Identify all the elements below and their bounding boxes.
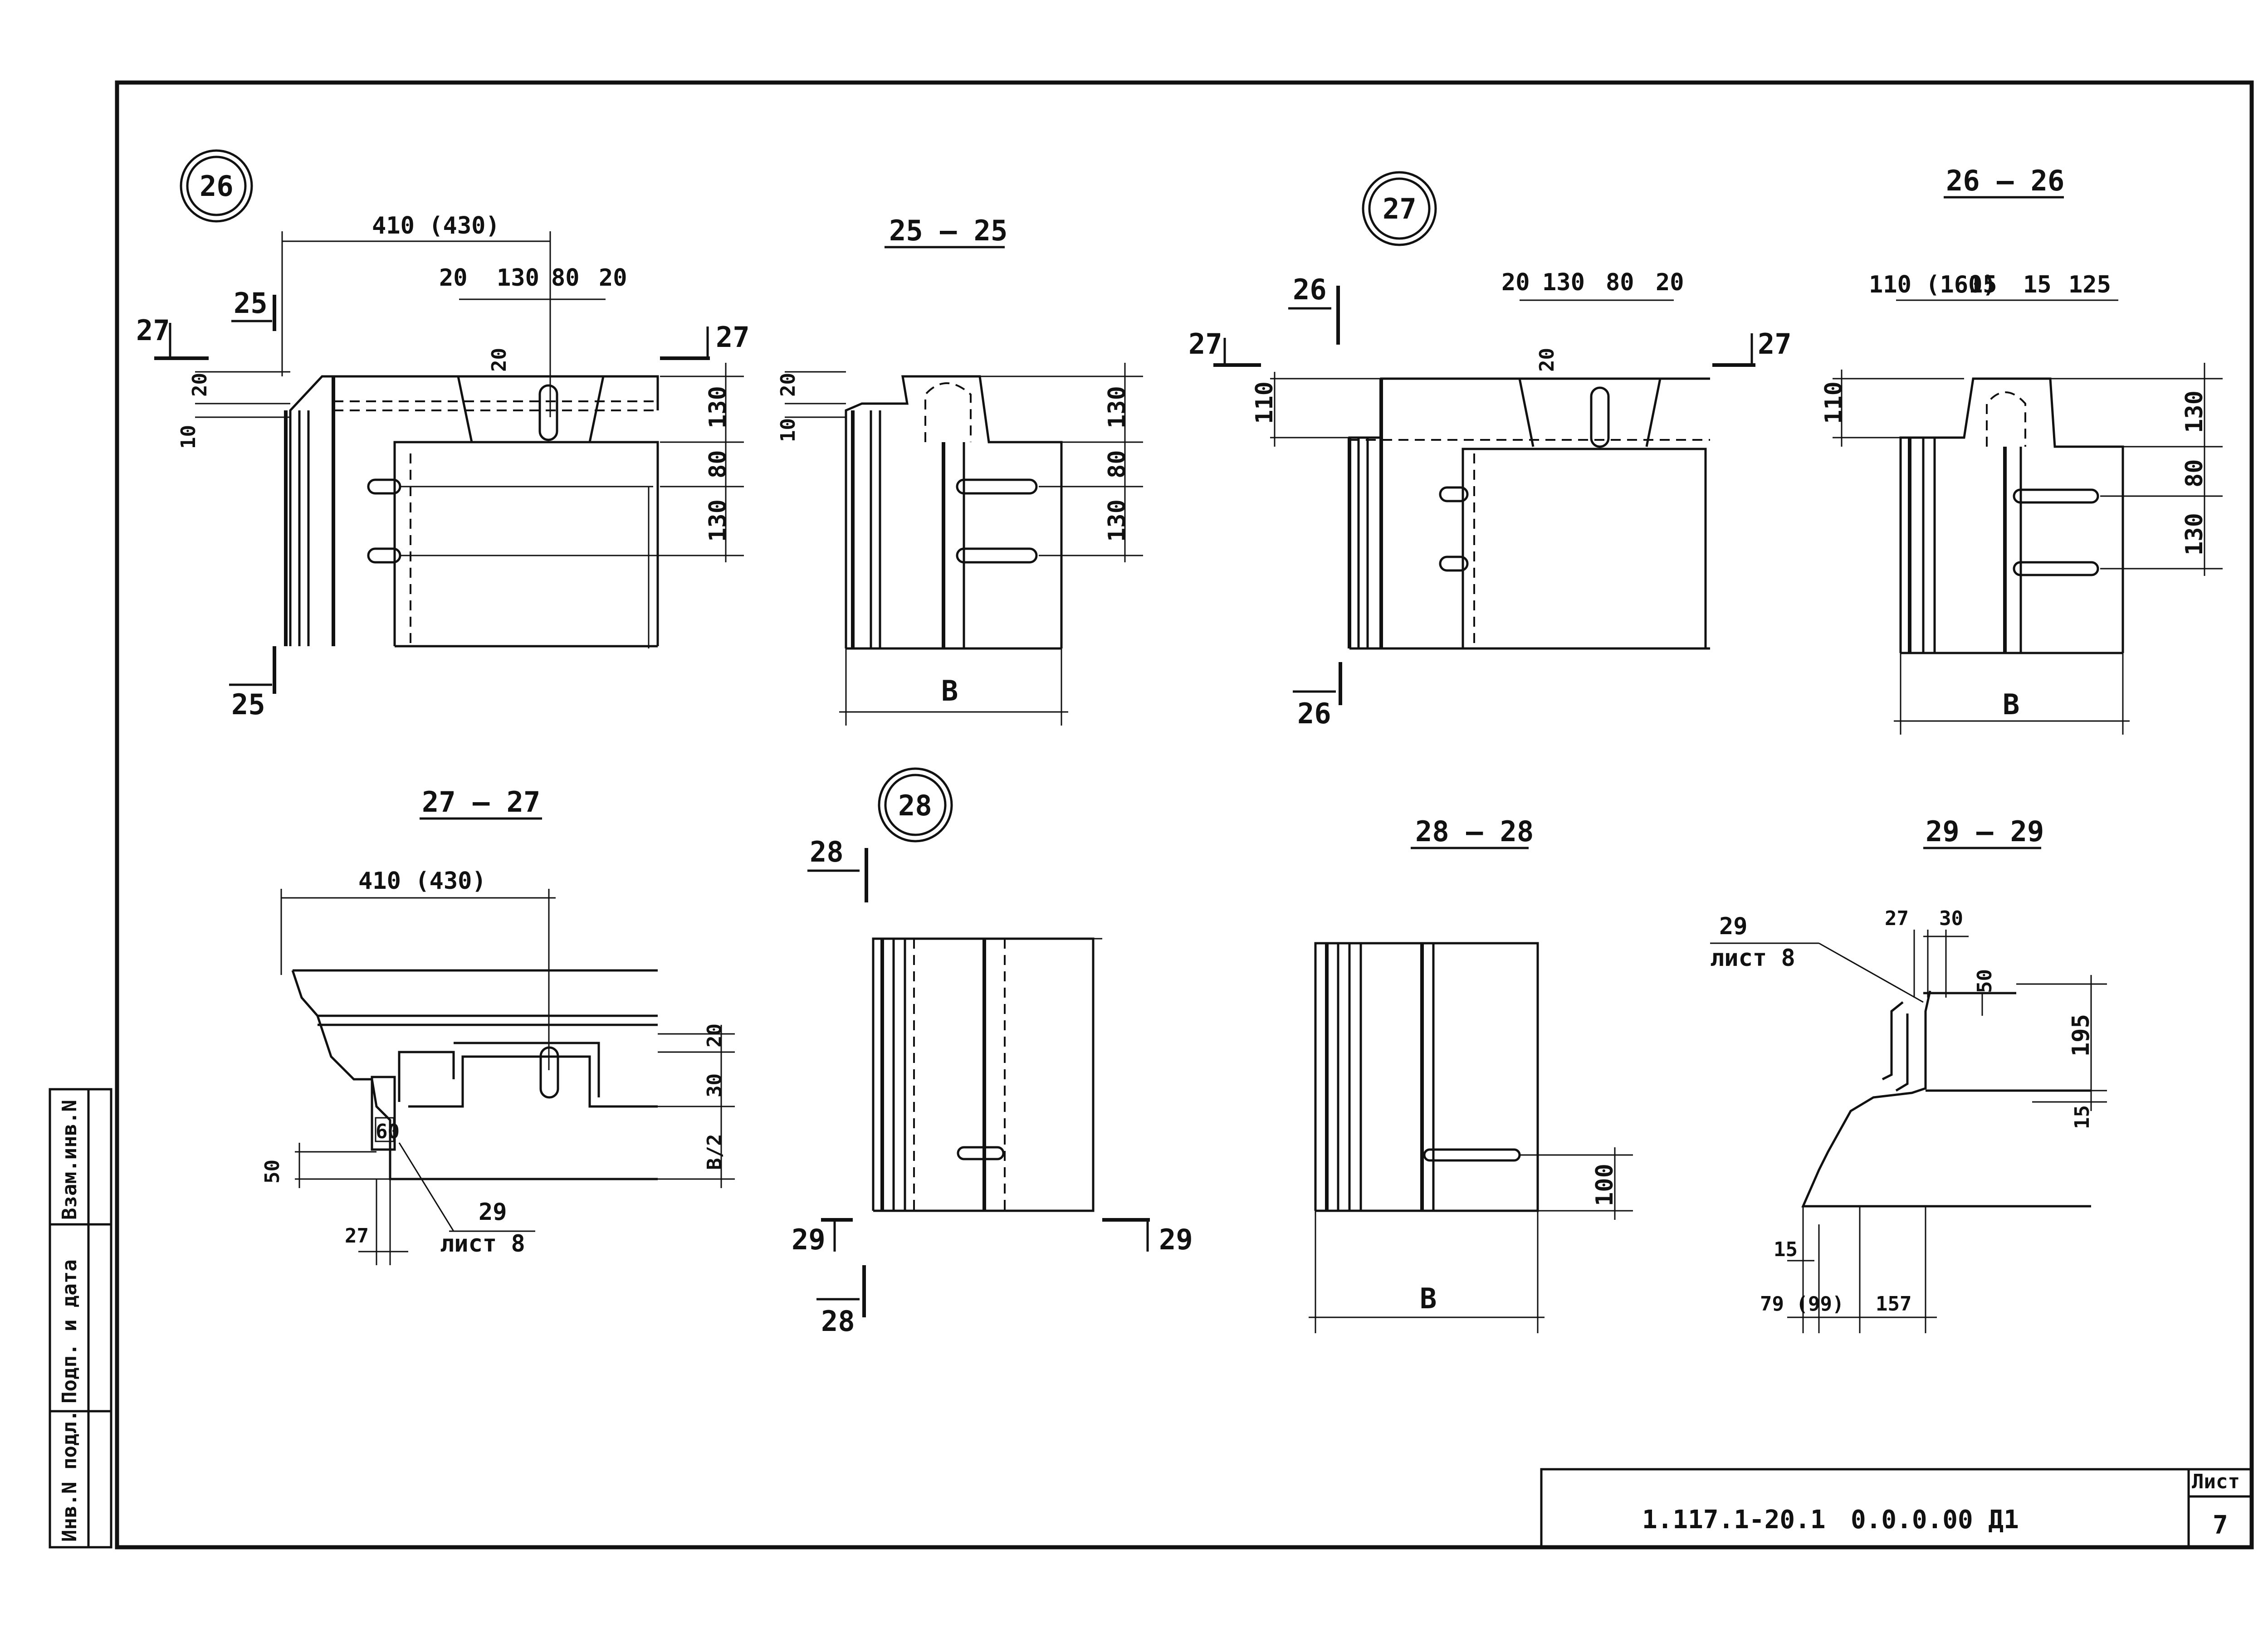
svg-text:лист 8: лист 8 <box>440 1230 525 1257</box>
svg-text:20: 20 <box>599 264 627 292</box>
svg-text:157: 157 <box>1876 1292 1911 1316</box>
svg-text:80: 80 <box>551 264 580 292</box>
sheet-label: Лист <box>2192 1470 2240 1493</box>
svg-text:195: 195 <box>2068 1014 2095 1057</box>
svg-text:27: 27 <box>136 314 170 347</box>
svg-text:100: 100 <box>1591 1164 1618 1206</box>
svg-text:20: 20 <box>488 348 511 372</box>
node-28-view: 28 28 29 29 28 <box>792 767 1193 1338</box>
node-26-label: 26 <box>200 170 234 203</box>
svg-text:20: 20 <box>439 264 468 292</box>
svg-text:20: 20 <box>1501 269 1530 296</box>
section-28-title: 28 — 28 <box>1415 815 1534 848</box>
svg-text:50: 50 <box>261 1160 284 1184</box>
svg-text:60: 60 <box>376 1120 400 1143</box>
dim-410-430: 410 (430) <box>372 212 500 239</box>
svg-text:28: 28 <box>810 835 844 868</box>
section-28-view: 28 — 28 100 В <box>1309 815 1633 1333</box>
node-28-label: 28 <box>898 789 932 822</box>
node-26-view: 26 410 (430) 25 27 27 25 20 130 80 20 20 <box>136 149 750 721</box>
svg-text:10: 10 <box>777 418 800 442</box>
section-25-view: 25 — 25 130 80 130 20 10 В <box>777 214 1143 726</box>
svg-text:80: 80 <box>2181 459 2208 487</box>
side-stamp: Инв.N подл. Подп. и дата Взам.инв.N <box>49 1088 112 1549</box>
section-26-view: 26 — 26 110 (160) 15 15 125 130 80 130 1… <box>1820 164 2223 735</box>
section-26-title: 26 — 26 <box>1946 164 2064 197</box>
section-29-title: 29 — 29 <box>1926 815 2044 848</box>
node-28-marker <box>878 767 953 843</box>
svg-text:29: 29 <box>792 1223 826 1256</box>
section-27-view: 27 — 27 410 (430) 60 20 30 В/2 50 27 <box>261 785 735 1265</box>
svg-text:27: 27 <box>1188 327 1222 361</box>
svg-text:В/2: В/2 <box>703 1134 726 1170</box>
svg-text:29: 29 <box>1719 913 1748 940</box>
node-27-label: 27 <box>1383 192 1417 225</box>
svg-text:130: 130 <box>1104 499 1131 542</box>
svg-text:26: 26 <box>1293 273 1327 306</box>
svg-text:В: В <box>2003 688 2019 721</box>
svg-text:27: 27 <box>1885 907 1909 930</box>
svg-text:20: 20 <box>1656 269 1684 296</box>
svg-text:110: 110 <box>1251 381 1278 424</box>
svg-text:130: 130 <box>704 499 732 542</box>
node-27-view: 27 26 27 27 26 20 130 80 20 20 110 <box>1188 171 1792 730</box>
section-27-title: 27 — 27 <box>422 785 540 819</box>
title-block: 1.117.1-20.1 0.0.0.00 Д1 Лист 7 <box>1540 1468 2253 1549</box>
svg-text:15: 15 <box>2023 271 2052 298</box>
svg-text:130: 130 <box>497 264 539 292</box>
svg-text:50: 50 <box>1973 969 1996 993</box>
svg-text:125: 125 <box>2068 271 2111 298</box>
doc-code: 0.0.0.00 Д1 <box>1851 1505 2019 1535</box>
svg-text:28: 28 <box>821 1305 855 1338</box>
svg-text:130: 130 <box>1104 386 1131 429</box>
svg-text:10: 10 <box>177 425 200 449</box>
svg-text:79 (99): 79 (99) <box>1760 1292 1844 1316</box>
svg-text:110 (160): 110 (160) <box>1869 271 1997 298</box>
sheet-frame <box>115 80 2254 1550</box>
section-29-view: 29 — 29 27 30 29 лист 8 195 15 50 15 79 … <box>1710 815 2107 1333</box>
svg-text:20: 20 <box>777 373 800 397</box>
svg-text:27: 27 <box>716 321 750 354</box>
stamp-inv-podl: Инв.N подл. <box>58 1410 81 1542</box>
svg-text:130: 130 <box>2181 390 2208 433</box>
svg-text:В: В <box>941 674 958 707</box>
svg-text:30: 30 <box>703 1073 726 1097</box>
stamp-podp-data: Подп. и дата <box>58 1259 81 1403</box>
svg-text:130: 130 <box>1542 269 1585 296</box>
svg-text:30: 30 <box>1939 907 1963 930</box>
svg-text:В: В <box>1420 1282 1437 1315</box>
svg-text:27: 27 <box>1758 327 1792 361</box>
sheet-number: 7 <box>2213 1511 2228 1540</box>
sheet-code: 1.117.1-20.1 <box>1642 1505 1826 1535</box>
node-27-marker <box>1362 171 1437 246</box>
svg-text:15: 15 <box>1969 271 1997 298</box>
svg-text:410 (430): 410 (430) <box>358 867 486 895</box>
svg-text:110: 110 <box>1820 381 1848 424</box>
svg-text:20: 20 <box>703 1023 726 1048</box>
svg-text:27: 27 <box>345 1224 369 1248</box>
svg-text:20: 20 <box>1535 348 1559 372</box>
stamp-vzam-inv: Взам.инв.N <box>58 1100 81 1220</box>
svg-text:25: 25 <box>234 287 268 320</box>
svg-text:лист 8: лист 8 <box>1710 945 1795 972</box>
svg-text:15: 15 <box>2071 1105 2094 1129</box>
svg-text:80: 80 <box>1104 450 1131 478</box>
svg-text:20: 20 <box>188 373 211 397</box>
svg-text:26: 26 <box>1297 697 1331 730</box>
svg-text:130: 130 <box>2181 513 2208 556</box>
svg-text:29: 29 <box>479 1199 507 1226</box>
svg-text:15: 15 <box>1774 1238 1798 1261</box>
svg-text:130: 130 <box>704 386 732 429</box>
svg-text:80: 80 <box>704 450 732 478</box>
svg-text:25: 25 <box>231 688 265 721</box>
node-26-marker <box>180 149 253 223</box>
svg-text:80: 80 <box>1606 269 1634 296</box>
section-25-title: 25 — 25 <box>889 214 1007 247</box>
svg-text:29: 29 <box>1159 1223 1193 1256</box>
